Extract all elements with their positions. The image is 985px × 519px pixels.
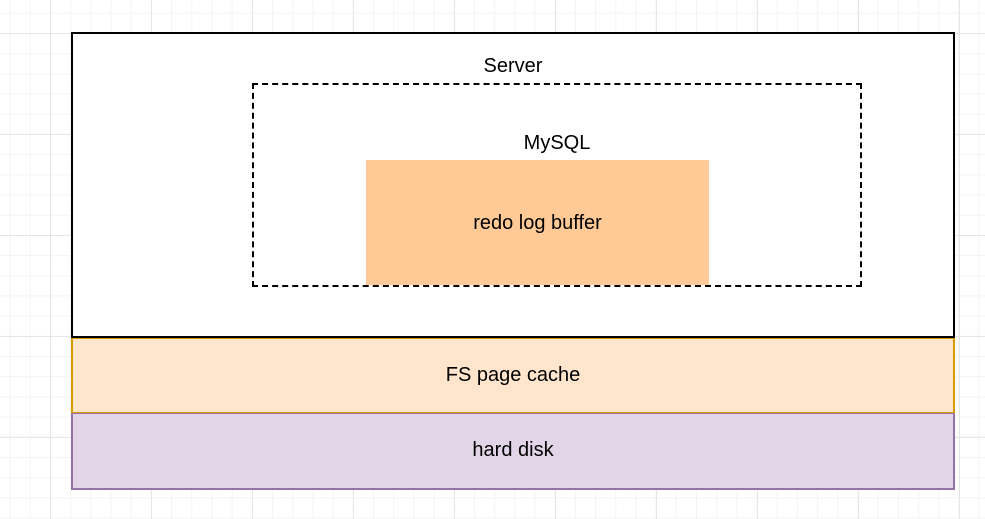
redo-log-buffer-label: redo log buffer bbox=[473, 212, 602, 234]
hard-disk-label: hard disk bbox=[472, 439, 554, 461]
fs-page-cache-label: FS page cache bbox=[445, 364, 581, 386]
mysql-label: MySQL bbox=[523, 132, 591, 154]
fs-page-cache-box[interactable]: FS page cache bbox=[71, 338, 955, 414]
mysql-container[interactable]: MySQL bbox=[252, 83, 862, 287]
redo-log-buffer-box[interactable]: redo log buffer bbox=[366, 160, 709, 285]
server-label: Server bbox=[483, 55, 543, 77]
hard-disk-box[interactable]: hard disk bbox=[71, 413, 955, 490]
